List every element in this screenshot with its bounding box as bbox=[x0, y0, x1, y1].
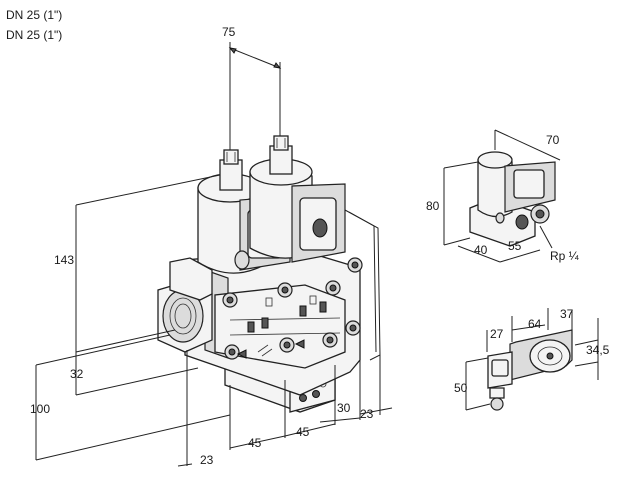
detail-bottom-solenoid bbox=[465, 308, 599, 411]
dim-45-a: 45 bbox=[248, 436, 262, 450]
header-line-1: DN 25 (1") bbox=[6, 8, 63, 22]
dim-32: 32 bbox=[70, 367, 84, 381]
double-valve-body bbox=[157, 135, 381, 413]
dim-143: 143 bbox=[54, 253, 74, 267]
dim-45-b: 45 bbox=[296, 425, 310, 439]
header-line-2: DN 25 (1") bbox=[6, 28, 63, 42]
detail-top-dim-rp: Rp ¼ bbox=[550, 249, 580, 263]
detail-bottom-dim-37: 37 bbox=[560, 307, 574, 321]
detail-bottom-dim-64: 64 bbox=[528, 317, 542, 331]
dim-75: 75 bbox=[222, 25, 236, 39]
detail-top-solenoid bbox=[443, 129, 561, 263]
detail-top-dim-80: 80 bbox=[426, 199, 440, 213]
detail-top-dim-70: 70 bbox=[546, 133, 560, 147]
detail-bottom-dim-34-5: 34,5 bbox=[586, 343, 610, 357]
detail-bottom-dim-50: 50 bbox=[454, 381, 468, 395]
dim-23-left: 23 bbox=[200, 453, 214, 467]
detail-top-dim-40: 40 bbox=[474, 243, 488, 257]
dim-23-right: 23 bbox=[360, 407, 374, 421]
dim-100: 100 bbox=[30, 402, 50, 416]
detail-top-dim-55: 55 bbox=[508, 239, 522, 253]
detail-bottom-dim-27: 27 bbox=[490, 327, 504, 341]
main-dimension-lines bbox=[35, 42, 393, 467]
dim-30: 30 bbox=[337, 401, 351, 415]
